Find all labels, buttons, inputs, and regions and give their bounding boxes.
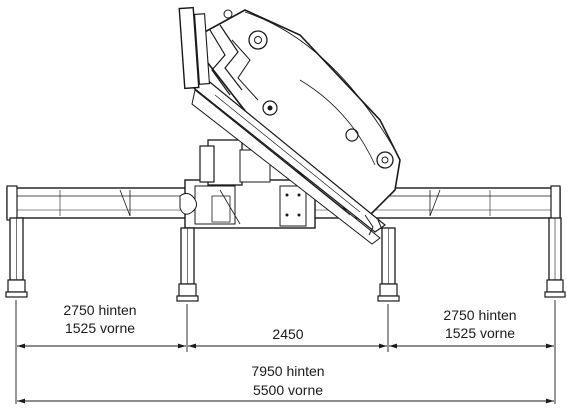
total-span-label-rear: 7950 hinten [251,363,324,379]
support-leg-right-outer [544,217,566,298]
crane-base [179,139,316,229]
right-span-label-rear: 2750 hinten [443,307,516,323]
center-span-label: 2450 [272,326,303,342]
right-span-label-front: 1525 vorne [445,325,515,341]
extension-lines [15,300,556,404]
total-span-label-front: 5500 vorne [253,382,323,398]
support-leg-left-inner [176,227,199,302]
left-span-label-front: 1525 vorne [65,320,135,336]
support-leg-right-inner [377,227,400,302]
crane-boom [178,6,401,245]
support-leg-left-outer [5,217,28,298]
left-span-label-rear: 2750 hinten [63,302,136,318]
